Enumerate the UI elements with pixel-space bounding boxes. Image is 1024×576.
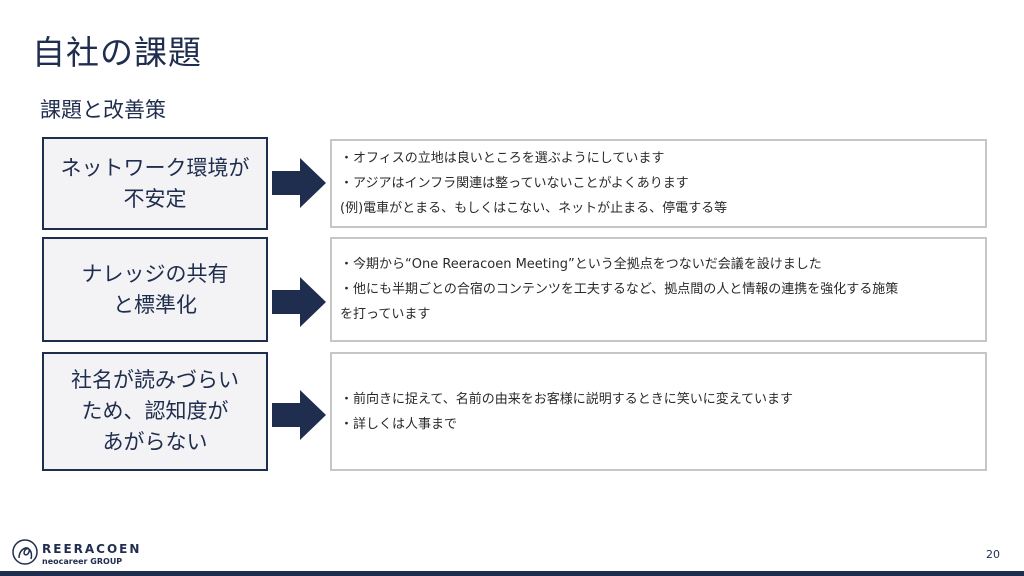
detail-line: ・他にも半期ごとの合宿のコンテンツを工夫するなど、拠点間の人と情報の連携を強化す…: [340, 282, 899, 297]
reeracoen-logo-icon: [12, 539, 38, 565]
detail-box-knowledge: ・今期から“One Reeracoen Meeting”という全拠点をつないだ会…: [330, 237, 987, 342]
right-arrow-icon: [272, 277, 326, 327]
section-subtitle: 課題と改善策: [40, 98, 166, 122]
detail-line: ・オフィスの立地は良いところを選ぶようにしています: [340, 151, 665, 166]
detail-box-network: ・オフィスの立地は良いところを選ぶようにしています ・アジアはインフラ関連は整っ…: [330, 139, 987, 228]
logo-name: REERACOEN: [42, 542, 142, 556]
detail-line: (例)電車がとまる、もしくはこない、ネットが止まる、停電する等: [340, 201, 728, 216]
issue-box-network: ネットワーク環境が 不安定: [42, 137, 268, 230]
logo-subtext: neocareer GROUP: [42, 557, 123, 566]
issue-box-brand: 社名が読みづらい ため、認知度が あがらない: [42, 352, 268, 471]
issue-box-knowledge: ナレッジの共有 と標準化: [42, 237, 268, 342]
right-arrow-icon: [272, 158, 326, 208]
detail-line: を打っています: [340, 307, 431, 322]
detail-line: ・詳しくは人事まで: [340, 416, 458, 432]
detail-box-brand: ・前向きに捉えて、名前の由来をお客様に説明するときに笑いに変えています ・詳しく…: [330, 352, 987, 471]
detail-line: ・前向きに捉えて、名前の由来をお客様に説明するときに笑いに変えています: [340, 391, 794, 407]
detail-line: ・アジアはインフラ関連は整っていないことがよくあります: [340, 176, 689, 191]
page-number: 20: [986, 548, 1000, 561]
page-title: 自社の課題: [32, 33, 202, 72]
detail-line: ・今期から“One Reeracoen Meeting”という全拠点をつないだ会…: [340, 257, 822, 272]
bottom-bar: [0, 571, 1024, 576]
right-arrow-icon: [272, 390, 326, 440]
